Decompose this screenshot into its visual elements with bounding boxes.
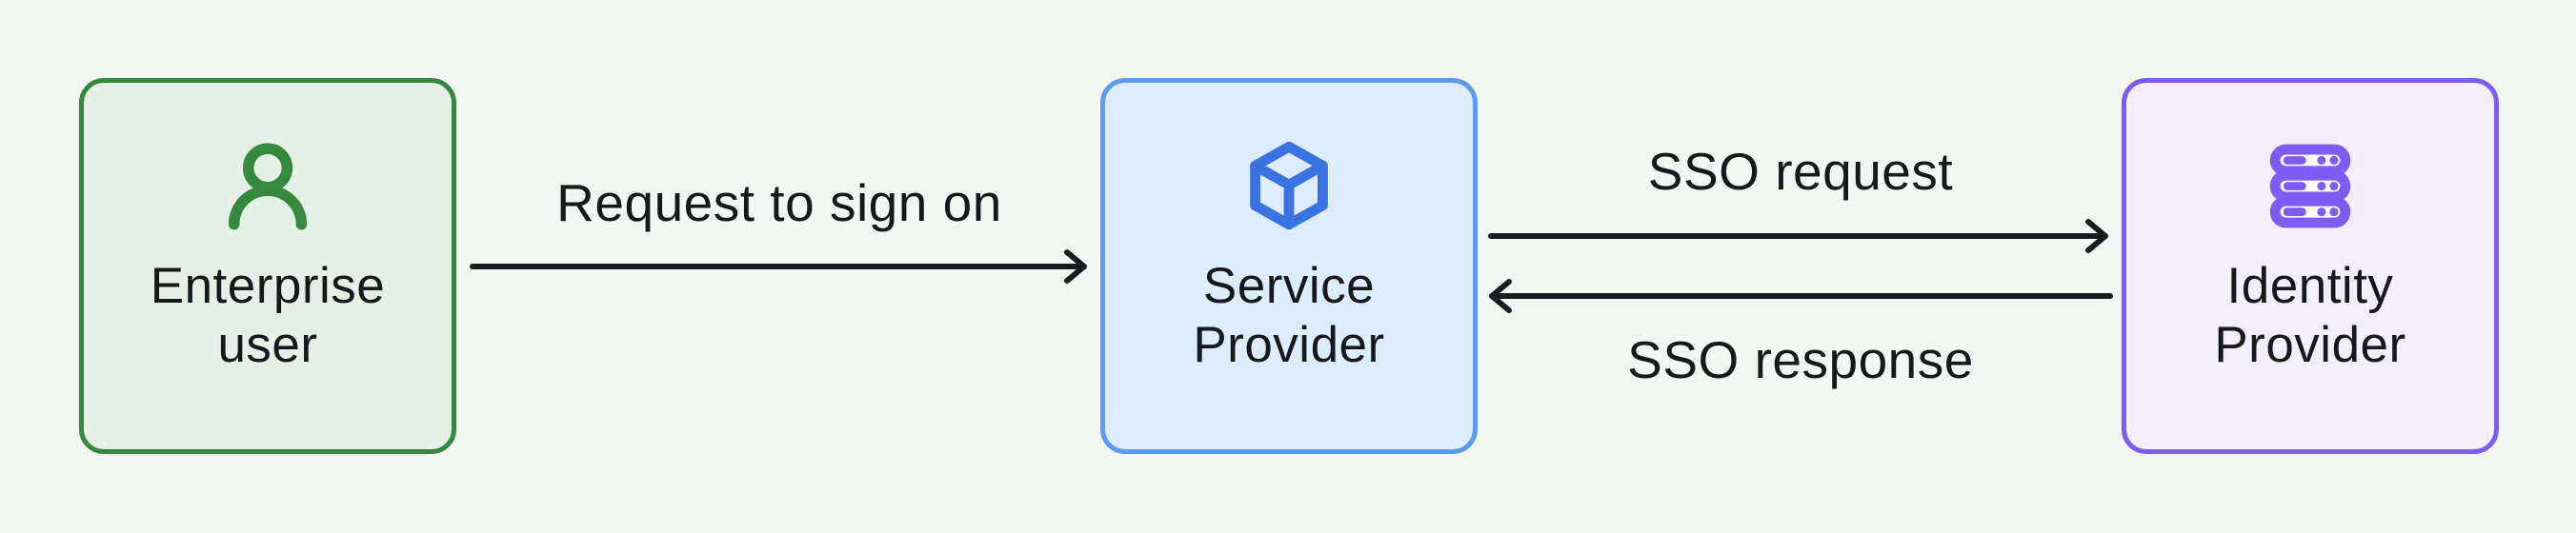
edge-label-sso-response: SSO response [1627,330,1974,389]
node-identity-provider: Identity Provider [2122,78,2499,454]
user-icon [211,135,325,236]
node-label-service-provider: Service Provider [1193,258,1385,373]
node-label-enterprise-user: Enterprise user [150,258,386,373]
node-enterprise-user: Enterprise user [79,78,456,454]
server-stack-icon [2253,135,2367,236]
arrow-sso-request [1488,219,2108,253]
arrow-request-to-sign-on [470,249,1087,284]
arrow-sso-response [1489,279,2113,313]
node-service-provider: Service Provider [1100,78,1478,454]
cube-icon [1232,135,1346,236]
edge-label-sso-request: SSO request [1647,142,1954,201]
node-label-identity-provider: Identity Provider [2214,258,2406,373]
edge-label-request-to-sign-on: Request to sign on [556,173,1002,232]
